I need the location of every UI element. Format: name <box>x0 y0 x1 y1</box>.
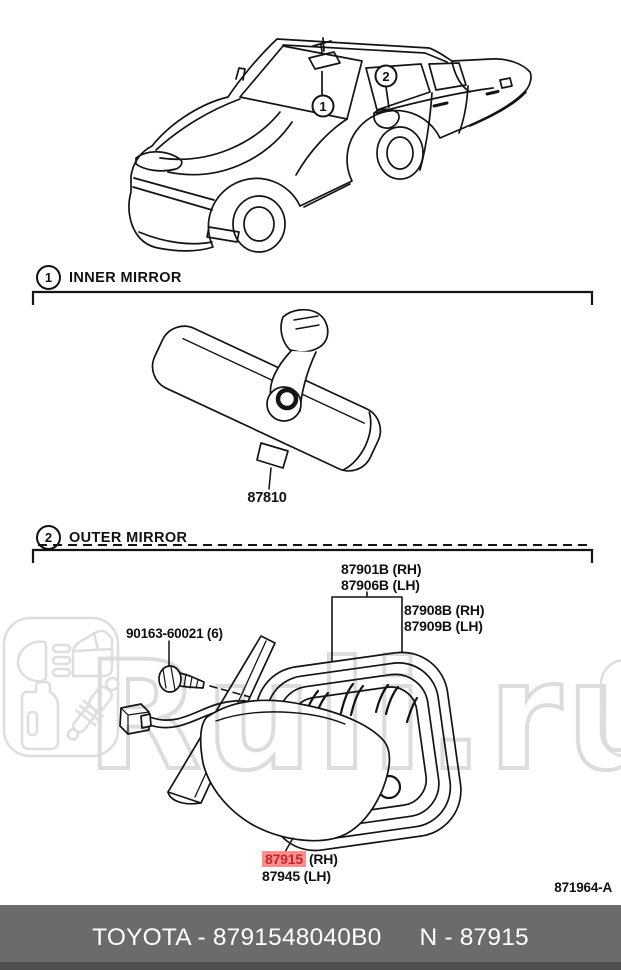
part-label-cover-rh-side: (RH) <box>308 851 338 867</box>
part-label-inner-mirror: 87810 <box>247 490 287 506</box>
inner-mirror-end-bevel <box>342 411 372 471</box>
bumper-line <box>138 231 213 245</box>
beltline <box>375 87 494 114</box>
part-label-glass-rh: 87908B (RH) <box>404 602 485 618</box>
section2-header: 2 OUTER MIRROR <box>36 525 187 550</box>
mirror-wire <box>149 699 255 721</box>
inner-mirror-illustration <box>151 308 382 490</box>
wire-connector-detail <box>120 707 150 735</box>
section2-number-badge: 2 <box>36 525 61 550</box>
screw-illustration <box>158 640 251 698</box>
front-wheel <box>232 195 286 253</box>
fuel-door <box>499 77 513 89</box>
fog-light <box>206 226 240 243</box>
footer-catalog-number: TOYOTA - 8791548040B0 <box>92 923 382 951</box>
part-label-mirror-cover: 87915(RH) 87945 (LH) <box>262 851 338 885</box>
mirror-cover-inner-line <box>215 711 346 725</box>
hood-crease-1 <box>159 111 281 161</box>
mirror-pivot-outer <box>266 386 302 422</box>
roof-inner-line <box>282 44 448 63</box>
section1-bracket <box>31 290 594 305</box>
fender-line <box>295 118 348 176</box>
door-handle-1 <box>432 101 449 108</box>
part-label-glass-lh: 87909B (LH) <box>404 618 483 634</box>
screw-dashed-leader <box>209 685 251 698</box>
screw-head-facets <box>162 666 176 691</box>
part-label-outer-assy-lh: 87906B (LH) <box>341 577 420 593</box>
headlight <box>135 151 183 172</box>
diagram-code: 871964-A <box>554 880 612 895</box>
car-illustration <box>128 37 532 253</box>
inner-mirror-mini <box>308 51 341 70</box>
mirror-pivot-inner <box>275 387 299 411</box>
antenna <box>235 67 246 81</box>
callout-inner-mirror: 1 <box>311 71 335 118</box>
rear-wheel-rim <box>386 136 414 170</box>
mirror-mount-head <box>280 308 329 353</box>
door-handle-2 <box>485 90 500 96</box>
rocker-line <box>303 183 351 208</box>
hood-edge <box>155 98 241 151</box>
highlighted-part-number: 87915 <box>262 851 306 867</box>
section1-title: INNER MIRROR <box>69 269 182 286</box>
rear-bumper-line <box>469 91 527 127</box>
wire-connector-nub <box>140 713 152 729</box>
grille-line-2 <box>132 186 213 211</box>
section1-header: 1 INNER MIRROR <box>36 265 182 290</box>
base-plate-foot <box>167 791 201 805</box>
callout-outer-mirror: 2 <box>374 64 398 109</box>
callout-1-number: 1 <box>319 99 326 114</box>
hood-crease-2 <box>167 121 293 176</box>
assy-label-bracket <box>331 591 403 671</box>
section1-number-badge: 1 <box>36 265 61 290</box>
section2-bracket <box>31 544 594 563</box>
callout-2-number: 2 <box>382 69 389 84</box>
mirror-cover <box>199 699 391 842</box>
front-wheel-rim <box>243 206 275 242</box>
part-label-mirror-glass: 87908B (RH) 87909B (LH) <box>404 602 484 634</box>
door-seam-1 <box>419 92 433 171</box>
car-body-outline <box>128 38 532 252</box>
rear-door-window <box>428 62 467 91</box>
inner-mirror-mini-stalk <box>312 37 332 53</box>
mirror-mount-slot <box>293 315 320 330</box>
leader-87915 <box>284 837 294 853</box>
side-mirror <box>373 108 400 129</box>
leader-87810 <box>268 467 272 490</box>
trunk-seam <box>451 61 471 93</box>
outer-mirror-illustration <box>119 591 462 853</box>
mirror-bottom-knob <box>256 442 289 469</box>
front-door-window <box>365 63 431 111</box>
section2-title: OUTER MIRROR <box>69 529 188 546</box>
part-label-screw: 90163-60021 (6) <box>126 626 223 641</box>
part-label-outer-mirror-assy: 87901B (RH) 87906B (LH) <box>341 561 421 593</box>
part-label-cover-rh-row: 87915(RH) <box>262 851 338 868</box>
screw-threads <box>183 673 199 689</box>
footer-part-number: N - 87915 <box>419 923 529 951</box>
part-label-cover-lh: 87945 (LH) <box>262 868 331 884</box>
screw-head <box>158 665 182 693</box>
part-label-outer-assy-rh: 87901B (RH) <box>341 561 422 577</box>
grille-line-1 <box>133 177 215 201</box>
rear-wheel <box>376 126 424 180</box>
footer-bar: TOYOTA - 8791548040B0 N - 87915 <box>0 905 621 970</box>
